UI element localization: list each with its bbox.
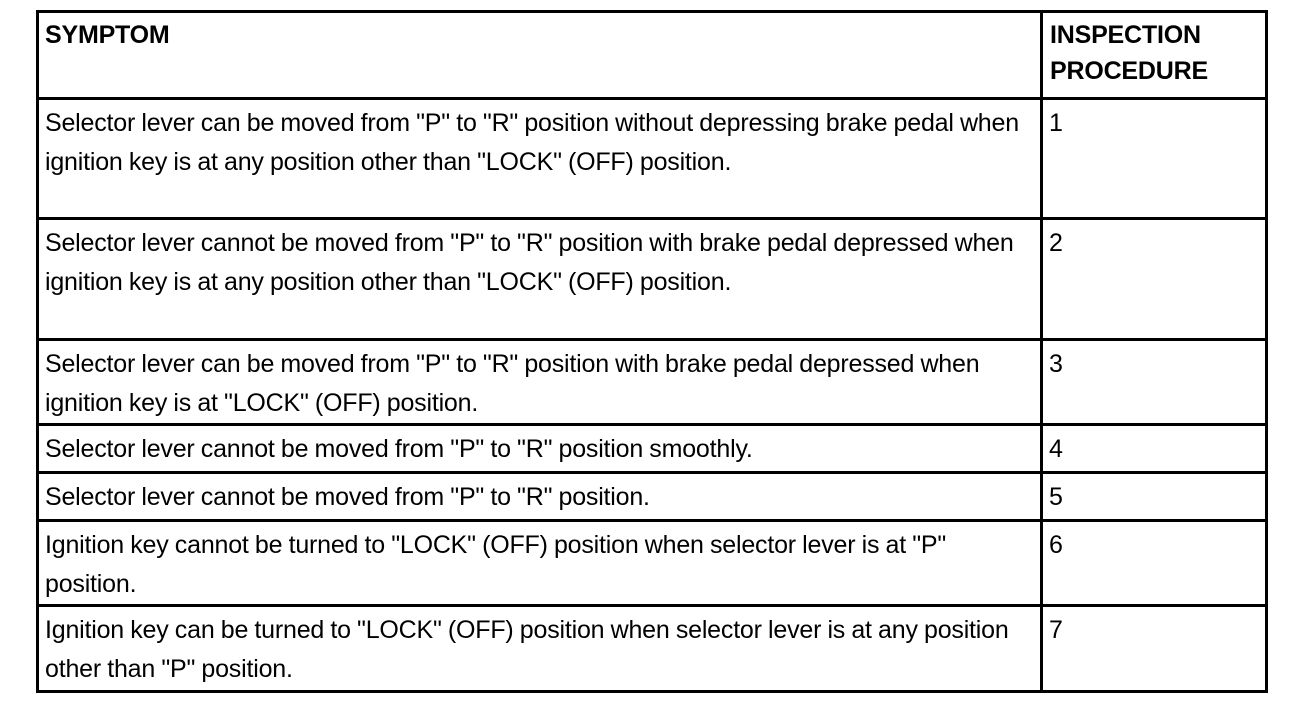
procedure-number: 7 — [1049, 616, 1063, 644]
procedure-number: 1 — [1049, 109, 1063, 137]
table-row: Selector lever cannot be moved from "P" … — [36, 423, 1268, 474]
symptom-cell: Selector lever cannot be moved from "P" … — [36, 217, 1043, 341]
procedure-cell: 7 — [1040, 604, 1268, 693]
procedure-number: 3 — [1049, 350, 1063, 378]
symptom-text: Ignition key cannot be turned to "LOCK" … — [45, 531, 947, 598]
table-row: Ignition key can be turned to "LOCK" (OF… — [36, 604, 1268, 693]
table-row: Ignition key cannot be turned to "LOCK" … — [36, 519, 1268, 607]
symptom-text: Selector lever cannot be moved from "P" … — [45, 229, 1014, 296]
column-header-inspection-procedure-line1: INSPECTION — [1050, 21, 1201, 49]
table-row: Selector lever cannot be moved from "P" … — [36, 471, 1268, 522]
symptom-text: Selector lever cannot be moved from "P" … — [45, 483, 650, 511]
procedure-cell: 1 — [1040, 97, 1268, 220]
procedure-number: 6 — [1049, 531, 1063, 559]
symptom-inspection-table: SYMPTOM INSPECTION PROCEDURE Selector le… — [36, 10, 1268, 693]
symptom-cell: Ignition key cannot be turned to "LOCK" … — [36, 519, 1043, 607]
symptom-cell: Ignition key can be turned to "LOCK" (OF… — [36, 604, 1043, 693]
symptom-text: Selector lever can be moved from "P" to … — [45, 350, 980, 417]
symptom-cell: Selector lever cannot be moved from "P" … — [36, 423, 1043, 474]
table-row: Selector lever cannot be moved from "P" … — [36, 217, 1268, 341]
procedure-cell: 3 — [1040, 338, 1268, 426]
procedure-number: 5 — [1049, 483, 1063, 511]
symptom-cell: Selector lever can be moved from "P" to … — [36, 338, 1043, 426]
column-header-inspection-procedure: INSPECTION PROCEDURE — [1040, 10, 1268, 100]
symptom-text: Selector lever can be moved from "P" to … — [45, 109, 1019, 176]
symptom-cell: Selector lever can be moved from "P" to … — [36, 97, 1043, 220]
procedure-cell: 2 — [1040, 217, 1268, 341]
procedure-cell: 6 — [1040, 519, 1268, 607]
column-header-symptom: SYMPTOM — [36, 10, 1043, 100]
procedure-number: 4 — [1049, 435, 1063, 463]
symptom-cell: Selector lever cannot be moved from "P" … — [36, 471, 1043, 522]
table-row: Selector lever can be moved from "P" to … — [36, 97, 1268, 220]
symptom-text: Ignition key can be turned to "LOCK" (OF… — [45, 616, 1009, 683]
procedure-cell: 4 — [1040, 423, 1268, 474]
table-row: Selector lever can be moved from "P" to … — [36, 338, 1268, 426]
procedure-number: 2 — [1049, 229, 1063, 257]
table-header-row: SYMPTOM INSPECTION PROCEDURE — [36, 10, 1268, 100]
symptom-text: Selector lever cannot be moved from "P" … — [45, 435, 753, 463]
column-header-inspection-procedure-line2: PROCEDURE — [1050, 57, 1208, 85]
procedure-cell: 5 — [1040, 471, 1268, 522]
